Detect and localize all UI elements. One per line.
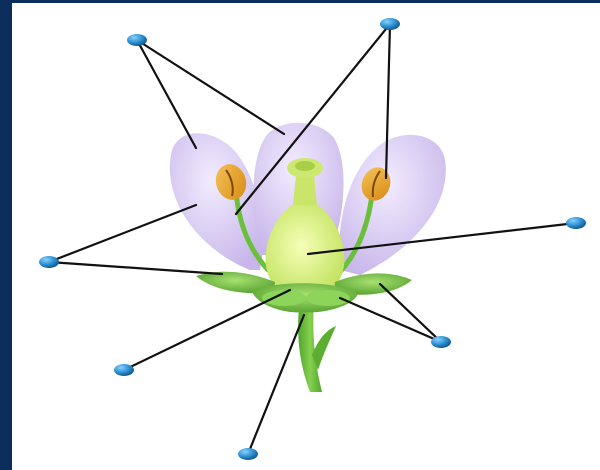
blue-dot-icon — [127, 34, 147, 46]
stem-leaf — [312, 326, 336, 370]
leader-line — [49, 205, 196, 262]
leader-line — [124, 290, 290, 370]
blue-dot-icon — [39, 256, 59, 268]
blue-dot-icon — [380, 18, 400, 30]
leader-line — [137, 40, 284, 134]
blue-dot-icon — [114, 364, 134, 376]
leader-line — [49, 262, 222, 274]
leader-line — [137, 40, 196, 148]
leader-line — [248, 315, 304, 454]
petal-left — [170, 133, 263, 270]
leader-line — [380, 284, 441, 342]
stem — [298, 300, 336, 392]
blue-dot-icon — [431, 336, 451, 348]
blue-dot-icon — [566, 217, 586, 229]
leader-line — [340, 298, 441, 342]
blue-dot-icon — [238, 448, 258, 460]
